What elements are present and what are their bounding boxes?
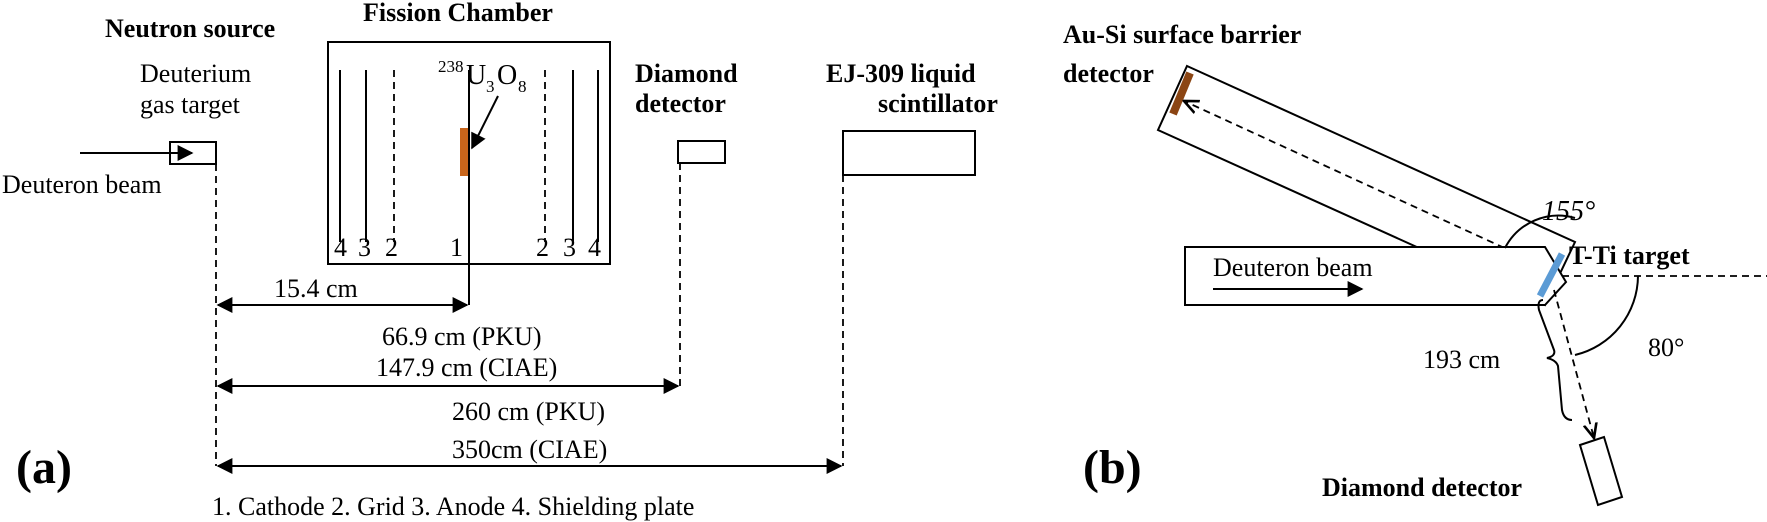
- electrode-legend: 1. Cathode 2. Grid 3. Anode 4. Shielding…: [212, 492, 694, 521]
- diamond-detector-label-line2: detector: [635, 89, 726, 118]
- deuteron-beam-label-b: Deuteron beam: [1213, 253, 1373, 282]
- distance-label-diamond-pku: 66.9 cm (PKU): [382, 322, 542, 351]
- deuteron-beam-label-a: Deuteron beam: [2, 170, 162, 199]
- diamond-detector-a: [677, 140, 726, 164]
- electrode-number: 3: [358, 233, 371, 262]
- scintillator-label-line2: scintillator: [878, 89, 998, 118]
- sample-subscript-u: 3: [486, 77, 495, 96]
- ausi-detector-label-line2: detector: [1063, 59, 1154, 88]
- t-ti-target: [1536, 252, 1566, 298]
- ausi-detector: [1169, 71, 1194, 116]
- sample-pointer-arrow: [471, 95, 499, 150]
- angle-arc-80: [1574, 275, 1639, 356]
- target-label: T-Ti target: [1569, 241, 1690, 270]
- distance-label-diamond-ciae: 147.9 cm (CIAE): [376, 353, 557, 382]
- distance-label-scint-pku: 260 cm (PKU): [452, 397, 605, 426]
- u3o8-sample: [460, 128, 468, 176]
- fission-chamber-title: Fission Chamber: [363, 0, 553, 27]
- electrode-number: 2: [536, 233, 549, 262]
- diamond-detector-label-line1: Diamond: [635, 59, 738, 88]
- electrode-number: 4: [588, 233, 601, 262]
- distance-brace: [1537, 299, 1573, 421]
- angle-label-155: 155°: [1542, 196, 1595, 227]
- ausi-detector-label-line1: Au-Si surface barrier: [1063, 20, 1301, 49]
- distance-label-b: 193 cm: [1423, 345, 1500, 374]
- diamond-particle-path: [1553, 289, 1594, 438]
- gas-target-label-line1: Deuterium: [140, 59, 251, 88]
- sample-mass-number: 238: [438, 57, 464, 76]
- electrode-number: 4: [334, 233, 347, 262]
- sample-element-u: U: [466, 60, 486, 91]
- distance-label-sample: 15.4 cm: [274, 274, 358, 303]
- angle-arc-155: [1504, 214, 1576, 249]
- panel-label-a: (a): [16, 441, 72, 494]
- panel-label-b: (b): [1083, 441, 1142, 494]
- electrode-numbers: 4 3 2 1 2 3 4: [334, 233, 601, 262]
- panel-b: Au-Si surface barrier detector Deuteron …: [1063, 20, 1767, 507]
- panel-a: Neutron source Deuterium gas target Deut…: [2, 0, 998, 521]
- ausi-particle-path: [1184, 101, 1549, 269]
- distance-label-scint-ciae: 350cm (CIAE): [452, 435, 607, 464]
- liquid-scintillator: [842, 130, 976, 176]
- angle-label-80: 80°: [1648, 333, 1684, 362]
- sample-element-o: O: [497, 60, 517, 91]
- sample-subscript-o: 8: [518, 77, 527, 96]
- diamond-detector-b: [1578, 435, 1624, 507]
- scintillator-label-line1: EJ-309 liquid: [826, 59, 976, 88]
- gas-target-label-line2: gas target: [140, 90, 241, 119]
- electrode-number: 1: [450, 233, 463, 262]
- electrode-number: 3: [563, 233, 576, 262]
- diamond-detector-label-b: Diamond detector: [1322, 473, 1522, 502]
- electrode-number: 2: [385, 233, 398, 262]
- neutron-source-title: Neutron source: [105, 14, 275, 43]
